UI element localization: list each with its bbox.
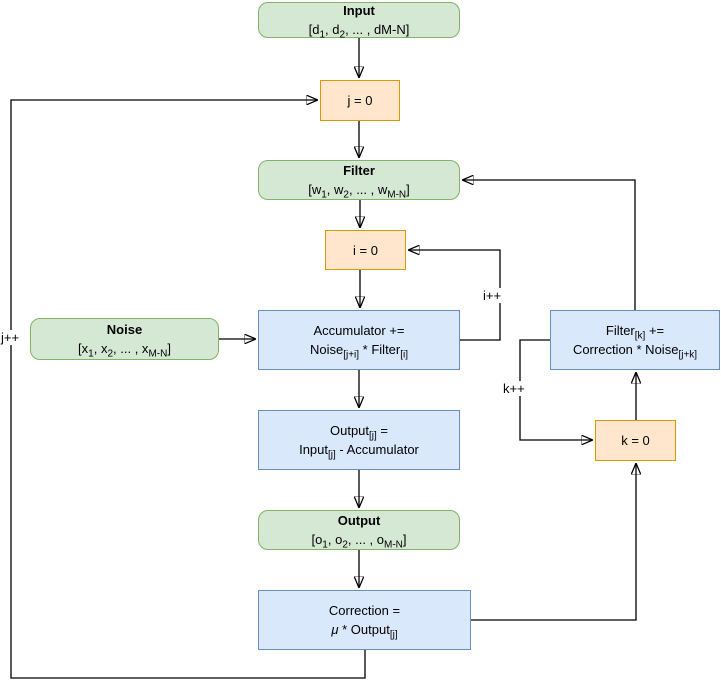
edge-correction-to-k-init [471, 464, 636, 621]
edge-filter-update-to-filter [463, 180, 636, 310]
node-noise: Noise [x1, x2, ... , xM-N] [30, 318, 219, 360]
node-j-init: j = 0 [320, 80, 400, 121]
node-k-init: k = 0 [595, 420, 676, 461]
node-accumulator: Accumulator += Noise[j+i] * Filter[i] [258, 310, 460, 370]
node-accumulator-line2: Noise[j+i] * Filter[i] [309, 342, 409, 361]
node-input-values: [d1, d2, ... , dM-N] [308, 22, 410, 41]
node-filter: Filter [w1, w2, ... , wM-N] [258, 160, 460, 200]
node-accumulator-line1: Accumulator += [313, 323, 405, 338]
node-output-values: [o1, o2, ... , oM-N] [311, 532, 407, 551]
node-output-title: Output [337, 513, 381, 528]
node-filter-update-line1: Filter[k] += [605, 323, 665, 342]
node-noise-values: [x1, x2, ... , xM-N] [78, 341, 171, 360]
node-i-init-label: i = 0 [353, 242, 378, 258]
edge-label-j-increment: j++ [0, 330, 21, 345]
node-output-calc: Output[j] = Input[j] - Accumulator [258, 410, 460, 470]
edge-label-i-increment: i++ [482, 288, 503, 303]
node-output-calc-line1: Output[j] = [329, 423, 389, 442]
node-noise-title: Noise [106, 322, 143, 337]
node-filter-values: [w1, w2, ... , wM-N] [308, 182, 410, 201]
node-input: Input [d1, d2, ... , dM-N] [258, 2, 460, 41]
node-k-init-label: k = 0 [621, 433, 650, 448]
node-i-init: i = 0 [325, 230, 406, 270]
node-j-init-label: j = 0 [347, 93, 373, 108]
node-correction: Correction = μ * Output[j] [258, 590, 471, 650]
node-input-title: Input [343, 3, 375, 18]
edge-label-k-increment: k++ [502, 381, 526, 396]
node-correction-line2: μ * Output[j] [331, 622, 398, 641]
node-filter-title: Filter [343, 163, 375, 178]
edge-j-loop-correction-to-j-init [10, 100, 366, 679]
node-output: Output [o1, o2, ... , oM-N] [258, 510, 460, 550]
node-filter-update-line2: Correction * Noise[j+k] [572, 342, 698, 361]
node-filter-update: Filter[k] += Correction * Noise[j+k] [550, 310, 720, 370]
node-output-calc-line2: Input[j] - Accumulator [299, 442, 419, 461]
node-correction-line1: Correction = [328, 603, 401, 618]
